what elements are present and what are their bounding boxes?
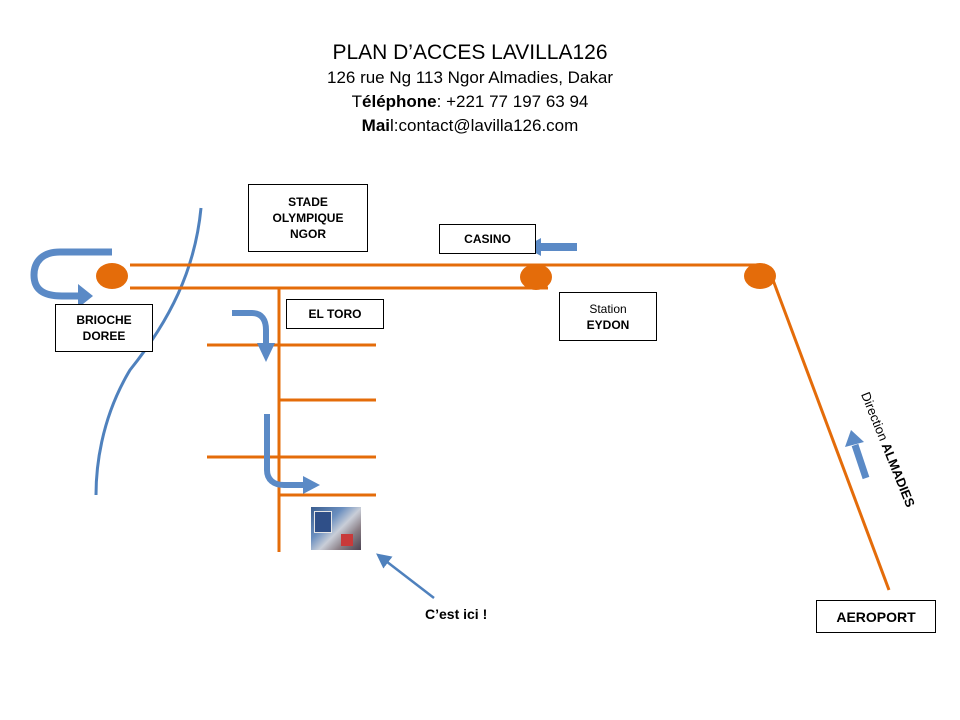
turn-arrow-icon bbox=[264, 414, 304, 488]
mail-value[interactable]: l:contact@lavilla126.com bbox=[390, 116, 579, 135]
stade-label: STADE OLYMPIQUE NGOR bbox=[248, 184, 368, 252]
phone-value[interactable]: : +221 77 197 63 94 bbox=[436, 92, 589, 111]
phone-label: éléphone bbox=[362, 92, 437, 111]
station-label-line1: Station bbox=[589, 301, 627, 316]
pointer-arrow-icon bbox=[376, 553, 435, 599]
curved-road bbox=[94, 207, 203, 496]
turn-arrow-head bbox=[257, 343, 275, 362]
map-header: PLAN D’ACCES LAVILLA126 126 rue Ng 113 N… bbox=[0, 40, 940, 138]
straight-arrow-head bbox=[845, 430, 864, 447]
mail-label: Mai bbox=[361, 116, 391, 135]
villa-red-detail bbox=[341, 534, 353, 546]
brioche-label: BRIOCHE DOREE bbox=[55, 304, 153, 352]
villa-photo bbox=[311, 507, 361, 550]
page-title: PLAN D’ACCES LAVILLA126 bbox=[332, 41, 608, 64]
turn-arrow-head bbox=[303, 476, 320, 494]
turn-arrow-icon bbox=[30, 248, 112, 300]
roundabout-icon bbox=[96, 263, 128, 289]
here-label: C’est ici ! bbox=[425, 606, 488, 622]
casino-label: CASINO bbox=[439, 224, 536, 254]
station-label: Station EYDON bbox=[559, 292, 657, 341]
mail-line: Mail:contact@lavilla126.com bbox=[0, 114, 940, 138]
turn-arrow-icon bbox=[232, 310, 269, 344]
villa-sign-icon bbox=[314, 511, 332, 533]
roundabout-icon bbox=[744, 263, 776, 289]
station-label-line2: EYDON bbox=[586, 317, 630, 332]
straight-arrow-icon bbox=[851, 443, 870, 480]
roads bbox=[130, 263, 891, 591]
aeroport-label: AEROPORT bbox=[816, 600, 936, 633]
turn-arrow-head bbox=[78, 284, 93, 308]
phone-line: Téléphone: +221 77 197 63 94 bbox=[0, 90, 940, 114]
el-toro-label: EL TORO bbox=[286, 299, 384, 329]
roundabout-icon bbox=[520, 264, 552, 290]
address-line: 126 rue Ng 113 Ngor Almadies, Dakar bbox=[326, 68, 613, 87]
phone-prefix: T bbox=[351, 92, 363, 111]
airport-road bbox=[768, 271, 891, 591]
